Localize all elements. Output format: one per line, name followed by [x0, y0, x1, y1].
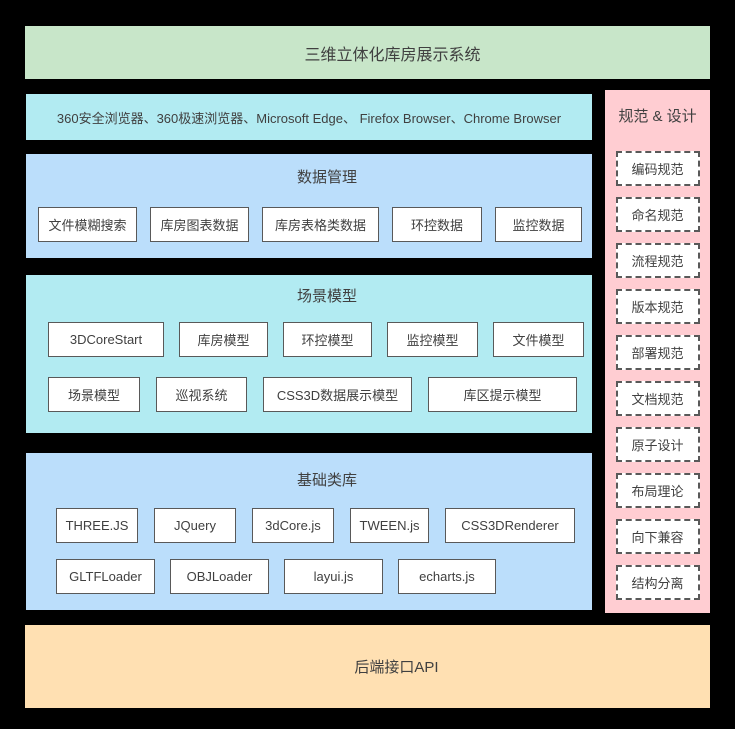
system-title-banner: 三维立体化库房展示系统 — [25, 26, 710, 79]
node-scene-model: 场景模型 — [48, 377, 140, 412]
node-css3drenderer: CSS3DRenderer — [445, 508, 575, 543]
section-title-base-libraries: 基础类库 — [296, 472, 357, 489]
node-storage-area-hint-model: 库区提示模型 — [428, 377, 577, 412]
spec-item-naming-standard: 命名规范 — [615, 197, 700, 232]
node-css3d-data-display-model: CSS3D数据展示模型 — [263, 377, 412, 412]
node-3dcorestart: 3DCoreStart — [48, 322, 164, 357]
node-monitor-model: 监控模型 — [387, 322, 478, 357]
spec-item-coding-standard: 编码规范 — [615, 151, 700, 186]
node-file-fuzzy-search: 文件模糊搜索 — [38, 207, 137, 242]
spec-item-process-standard: 流程规范 — [615, 243, 700, 278]
node-warehouse-table-data: 库房表格类数据 — [262, 207, 379, 242]
node-layuijs: layui.js — [284, 559, 383, 594]
scene-models-row-2: 场景模型 巡视系统 CSS3D数据展示模型 库区提示模型 — [26, 377, 592, 412]
spec-item-deploy-standard: 部署规范 — [615, 335, 700, 370]
node-patrol-system: 巡视系统 — [156, 377, 247, 412]
spec-item-doc-standard: 文档规范 — [615, 381, 700, 416]
base-libraries-row-1: THREE.JS JQuery 3dCore.js TWEEN.js CSS3D… — [26, 508, 592, 543]
backend-api-label: 后端接口API — [354, 659, 439, 676]
node-threejs: THREE.JS — [56, 508, 138, 543]
node-objloader: OBJLoader — [170, 559, 269, 594]
spec-item-layout-theory: 布局理论 — [615, 473, 700, 508]
section-data-management: 数据管理 文件模糊搜索 库房图表数据 库房表格类数据 环控数据 监控数据 — [26, 154, 592, 258]
node-jquery: JQuery — [154, 508, 236, 543]
base-libraries-row-2: GLTFLoader OBJLoader layui.js echarts.js — [26, 559, 592, 594]
browser-support-bar: 360安全浏览器、360极速浏览器、Microsoft Edge、 Firefo… — [26, 94, 592, 140]
spec-item-backward-compat: 向下兼容 — [615, 519, 700, 554]
browser-support-label: 360安全浏览器、360极速浏览器、Microsoft Edge、 Firefo… — [56, 110, 562, 126]
section-title-scene-models: 场景模型 — [296, 288, 357, 305]
node-warehouse-model: 库房模型 — [179, 322, 268, 357]
node-file-model: 文件模型 — [493, 322, 584, 357]
node-echartsjs: echarts.js — [398, 559, 496, 594]
section-title-data-management: 数据管理 — [296, 169, 357, 186]
spec-panel-title: 规范 & 设计 — [618, 108, 697, 125]
section-scene-models: 场景模型 3DCoreStart 库房模型 环控模型 监控模型 文件模型 场景模… — [26, 275, 592, 433]
scene-models-row-1: 3DCoreStart 库房模型 环控模型 监控模型 文件模型 — [26, 322, 592, 357]
backend-api-banner: 后端接口API — [25, 625, 710, 708]
section-base-libraries: 基础类库 THREE.JS JQuery 3dCore.js TWEEN.js … — [26, 453, 592, 610]
spec-item-structure-separation: 结构分离 — [615, 565, 700, 600]
system-title: 三维立体化库房展示系统 — [304, 46, 481, 64]
node-monitor-data: 监控数据 — [495, 207, 582, 242]
data-management-row: 文件模糊搜索 库房图表数据 库房表格类数据 环控数据 监控数据 — [26, 207, 592, 242]
node-warehouse-chart-data: 库房图表数据 — [150, 207, 249, 242]
node-env-control-data: 环控数据 — [392, 207, 482, 242]
node-tweenjs: TWEEN.js — [350, 508, 429, 543]
node-gltfloader: GLTFLoader — [56, 559, 155, 594]
node-env-control-model: 环控模型 — [283, 322, 372, 357]
spec-design-panel: 规范 & 设计 编码规范 命名规范 流程规范 版本规范 部署规范 文档规范 原子… — [605, 90, 710, 613]
node-3dcorejs: 3dCore.js — [252, 508, 334, 543]
spec-item-atomic-design: 原子设计 — [615, 427, 700, 462]
spec-item-version-standard: 版本规范 — [615, 289, 700, 324]
